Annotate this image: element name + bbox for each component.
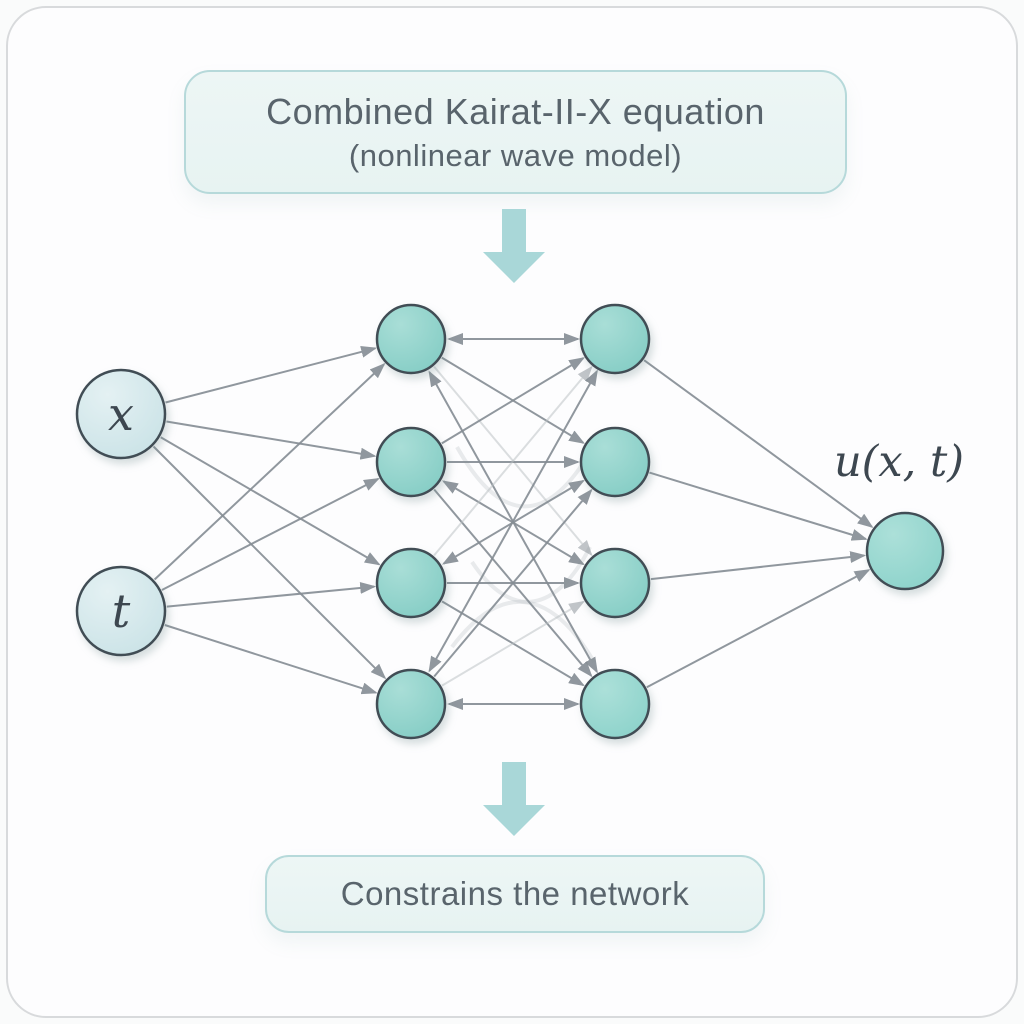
hidden1-node-1 <box>375 303 447 375</box>
down-arrow-icon <box>483 209 545 283</box>
connection-edge <box>433 488 593 678</box>
connection-edge <box>161 477 380 591</box>
hidden1-node-2 <box>375 426 447 498</box>
input-label-x: x <box>108 387 134 441</box>
input-node-t <box>75 565 167 657</box>
connection-edge <box>441 600 585 687</box>
hidden2-node-1 <box>579 303 651 375</box>
equation-box-title: Combined Kairat-II-X equation <box>266 90 765 132</box>
down-arrow-icon <box>483 762 545 836</box>
output-label: u(x, t) <box>834 437 964 487</box>
equation-box: Combined Kairat-II-X equation (nonlinear… <box>184 70 847 194</box>
edge-layer <box>152 333 874 710</box>
hidden2-node-3 <box>579 547 651 619</box>
connection-edge <box>646 569 871 689</box>
input-node-x <box>75 368 167 460</box>
hidden2-node-4 <box>579 668 651 740</box>
constraint-box: Constrains the network <box>265 855 765 933</box>
input-label-t: t <box>112 584 131 638</box>
hidden2-node-2 <box>579 426 651 498</box>
output-node <box>865 511 945 591</box>
connection-edge <box>428 369 598 673</box>
diagram-card: Combined Kairat-II-X equation (nonlinear… <box>6 6 1018 1018</box>
connection-edge <box>166 420 377 460</box>
connection-edge <box>165 345 378 404</box>
connection-edge <box>643 359 874 528</box>
connection-edge <box>153 362 386 581</box>
equation-box-subtitle: (nonlinear wave model) <box>348 137 683 173</box>
constraint-box-label: Constrains the network <box>340 875 690 912</box>
hidden1-node-4 <box>375 668 447 740</box>
network-graph: x t u(x, t) <box>75 209 964 836</box>
hidden1-node-3 <box>375 547 447 619</box>
connection-edge <box>166 581 377 608</box>
connection-edge <box>152 445 387 680</box>
connection-edge <box>649 471 868 541</box>
connection-edge <box>650 551 867 581</box>
connection-edge <box>160 436 381 566</box>
connection-edge <box>164 624 378 695</box>
